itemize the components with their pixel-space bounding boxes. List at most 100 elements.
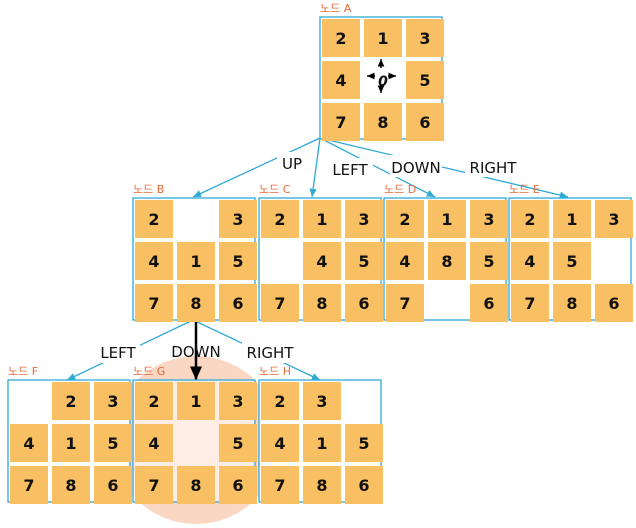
move-label-up: UP <box>282 155 302 173</box>
tile <box>219 284 257 322</box>
tile <box>10 424 48 462</box>
tile <box>219 424 257 462</box>
tile <box>470 284 508 322</box>
tile <box>261 424 299 462</box>
tile <box>345 466 383 504</box>
tile-number: 8 <box>65 476 76 495</box>
tile-number: 1 <box>566 210 577 229</box>
tile-number: 5 <box>232 252 243 271</box>
tile <box>52 424 90 462</box>
tile <box>386 242 424 280</box>
node-label: 노드 B <box>133 183 164 196</box>
tile-number: 8 <box>377 113 388 132</box>
tile-number: 7 <box>148 476 159 495</box>
tile <box>135 200 173 238</box>
move-label-right: RIGHT <box>470 159 518 177</box>
tile-number: 2 <box>524 210 535 229</box>
tile-number: 1 <box>441 210 452 229</box>
tile <box>595 284 633 322</box>
tile <box>177 284 215 322</box>
tile <box>261 466 299 504</box>
tile-number: 3 <box>316 392 327 411</box>
tile-number: 8 <box>441 252 452 271</box>
blank-moves-icon <box>367 59 396 93</box>
tile <box>135 382 173 420</box>
tile-number: 2 <box>274 392 285 411</box>
tile-number: 8 <box>190 294 201 313</box>
tile-number: 1 <box>316 210 327 229</box>
tile <box>261 200 299 238</box>
tile <box>322 61 360 99</box>
move-label-down: DOWN <box>391 159 440 177</box>
tile-number: 6 <box>358 476 369 495</box>
tile-number: 3 <box>107 392 118 411</box>
tile-number: 5 <box>107 434 118 453</box>
tile-number: 7 <box>399 294 410 313</box>
tile <box>364 19 402 57</box>
tile-number: 4 <box>148 434 159 453</box>
tile <box>219 200 257 238</box>
tile-number: 5 <box>232 434 243 453</box>
edge-a-b <box>192 137 321 198</box>
tile <box>511 200 549 238</box>
tile <box>428 200 466 238</box>
tile-number: 8 <box>190 476 201 495</box>
tile <box>553 284 591 322</box>
tile <box>406 61 444 99</box>
tile-number: 7 <box>274 476 285 495</box>
tile-number: 1 <box>65 434 76 453</box>
tile-number: 6 <box>232 294 243 313</box>
node-label: 노드 D <box>384 183 416 196</box>
tile-number: 6 <box>107 476 118 495</box>
tile-number: 8 <box>316 476 327 495</box>
tile <box>386 200 424 238</box>
tile-number: 6 <box>419 113 430 132</box>
edge-a-c <box>309 137 321 198</box>
tile-number: 5 <box>566 252 577 271</box>
tile-number: 1 <box>377 29 388 48</box>
tile <box>261 382 299 420</box>
tile <box>94 424 132 462</box>
tile <box>322 19 360 57</box>
edge-a-e <box>319 137 569 199</box>
tile <box>303 200 341 238</box>
node-label: 노드 H <box>259 365 291 378</box>
tile-number: 3 <box>358 210 369 229</box>
tile <box>386 284 424 322</box>
tile-number: 5 <box>358 434 369 453</box>
tile <box>303 424 341 462</box>
tile-number: 6 <box>358 294 369 313</box>
tile <box>135 466 173 504</box>
tile <box>177 466 215 504</box>
tile-number: 5 <box>358 252 369 271</box>
tile <box>428 242 466 280</box>
tile <box>511 284 549 322</box>
tile <box>595 200 633 238</box>
tile <box>303 284 341 322</box>
tile <box>261 284 299 322</box>
tile <box>303 466 341 504</box>
tile <box>135 242 173 280</box>
tile-number: 7 <box>335 113 346 132</box>
tile-number: 7 <box>524 294 535 313</box>
tile <box>177 242 215 280</box>
tile-number: 3 <box>483 210 494 229</box>
tile <box>322 103 360 141</box>
tile <box>406 103 444 141</box>
tile-number: 5 <box>483 252 494 271</box>
node-label: 노드 E <box>509 183 540 196</box>
tile <box>303 382 341 420</box>
tile-number: 7 <box>23 476 34 495</box>
tile <box>219 382 257 420</box>
tile-number: 1 <box>316 434 327 453</box>
tile-number: 0 <box>378 74 388 90</box>
tile-number: 6 <box>608 294 619 313</box>
tile <box>345 424 383 462</box>
tile-number: 4 <box>335 71 346 90</box>
tile-number: 7 <box>148 294 159 313</box>
tile <box>470 200 508 238</box>
tile-number: 3 <box>419 29 430 48</box>
